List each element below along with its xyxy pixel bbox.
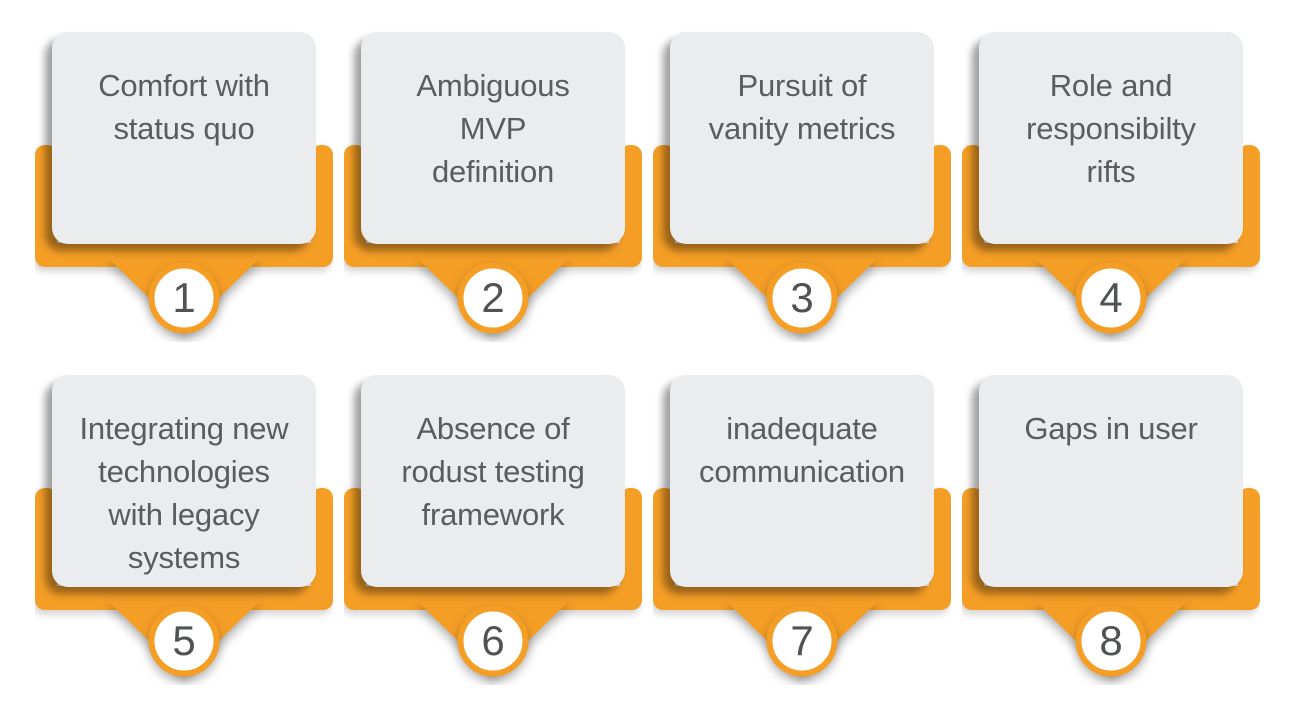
step-number-badge: 7 [790, 617, 814, 664]
step-label: Role and responsibilty rifts [1026, 68, 1196, 189]
bracket-frame-graphic [653, 488, 951, 677]
step-label: Ambiguous MVP definition [416, 68, 570, 189]
bracket-frame-graphic [344, 145, 642, 334]
step-number-badge: 6 [481, 617, 505, 664]
number-circle [766, 262, 838, 334]
card-panel: Ambiguous MVP definition [361, 32, 625, 244]
step-number-badge: 4 [1099, 274, 1123, 321]
bracket-frame-graphic [344, 488, 642, 677]
step-label: Integrating new technologies with legacy… [79, 411, 289, 575]
step-unit-5: Integrating new technologies with legacy… [35, 375, 333, 685]
step-unit-7: inadequate communication 7 [653, 375, 951, 685]
card-panel: inadequate communication [670, 375, 934, 587]
number-circle [457, 605, 529, 677]
step-number-badge: 1 [172, 274, 196, 321]
step-label: Pursuit of vanity metrics [708, 68, 896, 146]
number-circle [1075, 605, 1147, 677]
step-unit-1: Comfort with status quo 1 [35, 32, 333, 342]
card-panel: Role and responsibilty rifts [979, 32, 1243, 244]
number-circle [457, 262, 529, 334]
infographic-board: Comfort with status quo 1 Ambiguous MVP … [0, 32, 1300, 718]
step-unit-3: Pursuit of vanity metrics 3 [653, 32, 951, 342]
step-unit-8: Gaps in user 8 [962, 375, 1260, 685]
step-label: Gaps in user [1024, 411, 1198, 446]
bracket-frame-graphic [962, 145, 1260, 334]
step-unit-2: Ambiguous MVP definition 2 [344, 32, 642, 342]
number-circle [148, 262, 220, 334]
card-panel: Integrating new technologies with legacy… [52, 375, 316, 587]
card-panel: Gaps in user [979, 375, 1243, 587]
number-circle [148, 605, 220, 677]
bracket-frame-graphic [35, 488, 333, 677]
step-label: Absence of rodust testing framework [401, 411, 585, 532]
steps-row-bottom: Integrating new technologies with legacy… [0, 375, 1300, 685]
bracket-frame-graphic [653, 145, 951, 334]
step-number-badge: 2 [481, 274, 505, 321]
step-number-badge: 5 [172, 617, 196, 664]
step-unit-6: Absence of rodust testing framework 6 [344, 375, 642, 685]
bracket-frame-graphic [962, 488, 1260, 677]
step-number-badge: 3 [790, 274, 814, 321]
number-circle [1075, 262, 1147, 334]
card-panel: Pursuit of vanity metrics [670, 32, 934, 244]
bracket-frame-graphic [35, 145, 333, 334]
steps-row-top: Comfort with status quo 1 Ambiguous MVP … [0, 32, 1300, 342]
step-number-badge: 8 [1099, 617, 1123, 664]
step-unit-4: Role and responsibilty rifts 4 [962, 32, 1260, 342]
number-circle [766, 605, 838, 677]
step-label: Comfort with status quo [98, 68, 270, 146]
step-label: inadequate communication [699, 411, 905, 489]
card-panel: Absence of rodust testing framework [361, 375, 625, 587]
card-panel: Comfort with status quo [52, 32, 316, 244]
